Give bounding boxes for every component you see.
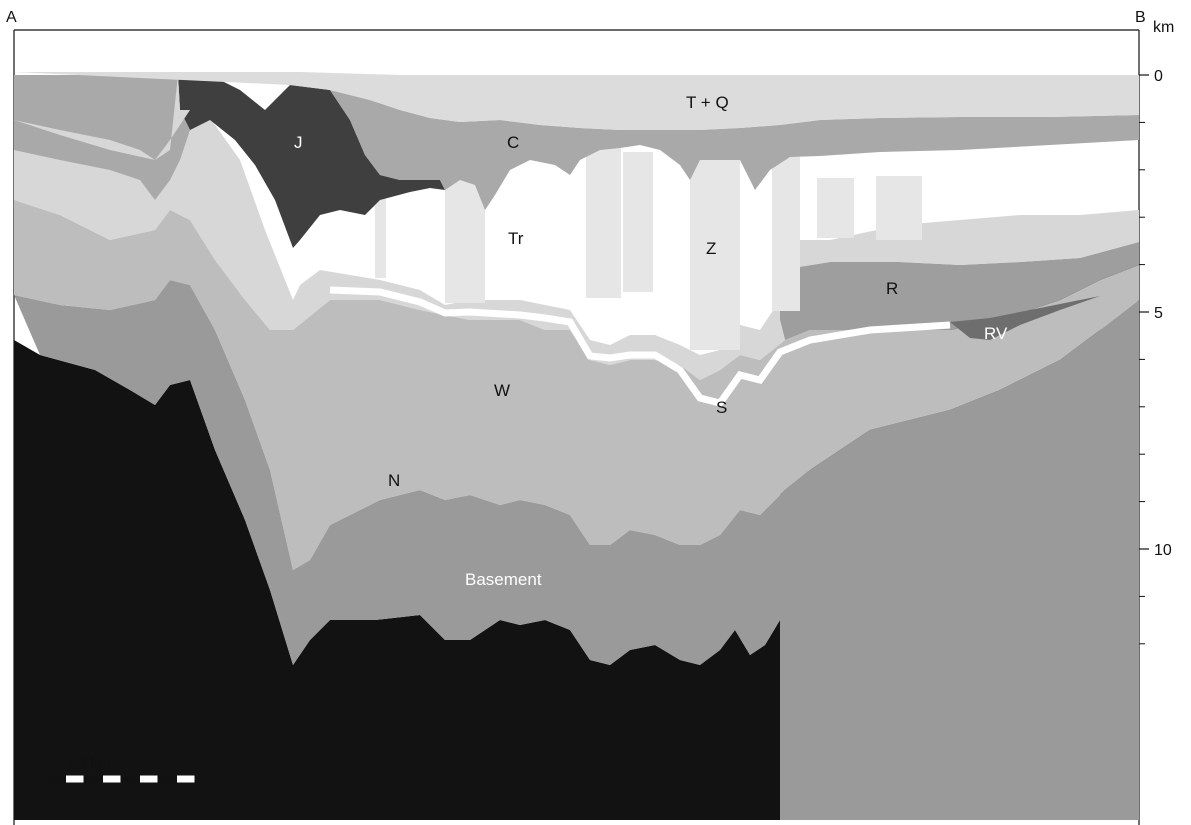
unit-label-s: S [716,398,727,417]
scale-bar: 50 km [46,756,196,784]
depth-tick-label: 10 [1154,542,1172,559]
unit-label-j: J [294,133,303,152]
depth-unit-label: km [1153,19,1174,36]
unit-label-rv: RV [984,324,1008,343]
layer-r [780,242,1139,340]
unit-label-tq: T + Q [686,93,729,112]
unit-label-tr: Tr [508,229,524,248]
unit-label-n: N [388,471,400,490]
unit-label-z: Z [706,239,716,258]
unit-label-basement: Basement [465,570,542,589]
depth-tick-label: 0 [1154,68,1163,85]
profile-start-label: A [6,9,17,26]
depth-axis: 0 5 10 [1139,68,1172,645]
layer-w [14,200,1139,570]
layer-c-upper [330,90,1139,210]
unit-label-c: C [507,133,519,152]
layer-s [329,286,951,407]
scale-bar-segment [46,774,66,784]
layer-rv [950,296,1100,340]
scale-bar-segment [157,774,177,784]
layer-c [14,75,190,200]
scale-bar-segment [176,774,196,784]
unit-label-w: W [494,381,510,400]
layer-tr [14,110,1139,380]
layer-tq [14,72,1139,130]
scale-bar-segment [65,774,85,784]
scale-bar-segment [139,774,159,784]
scale-bar-segment [102,774,122,784]
layers [14,72,1139,820]
scale-bar-segment [83,774,103,784]
layer-j [178,75,445,248]
layer-n [14,280,1139,820]
scale-bar-segment [120,774,140,784]
scale-bar-label: 50 km [68,756,112,773]
depth-tick-label: 5 [1154,305,1163,322]
layer-tq-left [14,75,190,160]
profile-end-label: B [1135,9,1146,26]
unit-label-r: R [886,279,898,298]
